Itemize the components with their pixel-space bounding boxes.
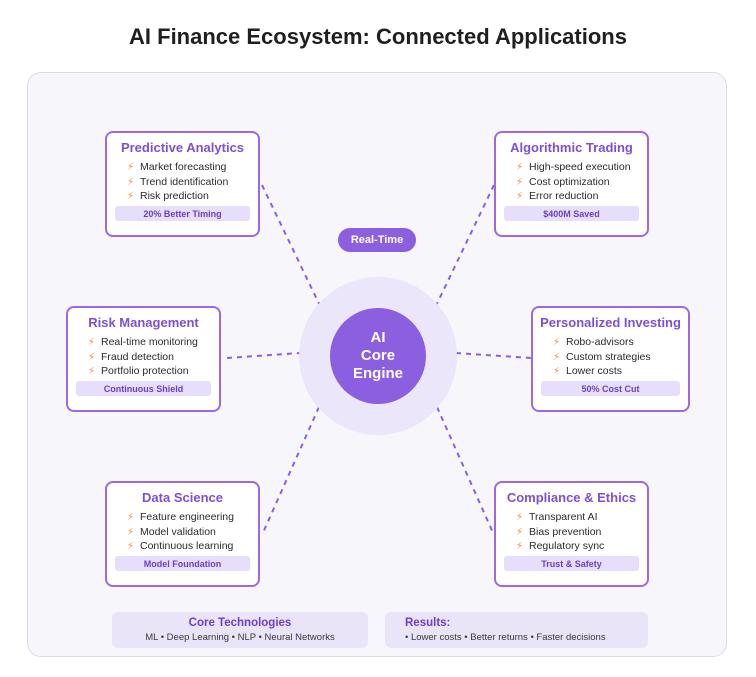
lightning-bolt-icon: ⚡	[553, 351, 561, 363]
list-item: ⚡Lower costs	[553, 364, 688, 379]
card-title: Compliance & Ethics	[506, 490, 637, 505]
lightning-bolt-icon: ⚡	[127, 512, 135, 523]
core-technologies-box: Core Technologies ML • Deep Learning • N…	[112, 612, 368, 648]
lightning-bolt-icon: ⚡	[127, 176, 135, 188]
lightning-bolt-icon: ⚡	[516, 191, 524, 202]
card-data-science: Data Science ⚡Feature engineering ⚡Model…	[105, 481, 260, 587]
card-title: Personalized Investing	[540, 315, 681, 330]
lightning-bolt-icon: ⚡	[553, 366, 561, 377]
lightning-bolt-icon: ⚡	[88, 337, 96, 348]
list-item: ⚡High-speed execution	[516, 160, 647, 175]
list-item: ⚡Risk prediction	[127, 189, 258, 204]
connector-predictive-analytics	[261, 184, 324, 313]
list-item: ⚡Real-time monitoring	[88, 335, 219, 350]
connector-algorithmic-trading	[432, 184, 495, 313]
metric-tag: Model Foundation	[115, 556, 250, 571]
core-engine-node: AI Core Engine	[330, 308, 426, 404]
connector-personalized-investing	[455, 352, 532, 359]
diagram-title: AI Finance Ecosystem: Connected Applicat…	[129, 24, 627, 49]
list-item: ⚡Transparent AI	[516, 510, 647, 525]
card-title: Data Science	[142, 490, 223, 505]
connector-compliance-ethics	[432, 397, 495, 536]
list-item: ⚡Regulatory sync	[516, 539, 647, 554]
list-item: ⚡Robo-advisors	[553, 335, 688, 350]
card-algorithmic-trading: Algorithmic Trading ⚡High-speed executio…	[494, 131, 649, 237]
lightning-bolt-icon: ⚡	[553, 337, 561, 348]
list-item: ⚡Continuous learning	[127, 539, 258, 554]
lightning-bolt-icon: ⚡	[516, 541, 524, 552]
card-title: Algorithmic Trading	[510, 140, 633, 155]
lightning-bolt-icon: ⚡	[516, 176, 524, 188]
real-time-badge: Real-Time	[338, 228, 416, 252]
list-item: ⚡Fraud detection	[88, 350, 219, 365]
lightning-bolt-icon: ⚡	[127, 191, 135, 202]
lightning-bolt-icon: ⚡	[127, 541, 135, 552]
results-title: Results:	[405, 617, 451, 629]
metric-tag: Trust & Safety	[504, 556, 639, 571]
lightning-bolt-icon: ⚡	[516, 526, 524, 538]
list-item: ⚡Cost optimization	[516, 175, 647, 190]
card-predictive-analytics: Predictive Analytics ⚡Market forecasting…	[105, 131, 260, 237]
connector-risk-management	[226, 352, 301, 359]
list-item: ⚡Model validation	[127, 525, 258, 540]
card-title: Risk Management	[88, 315, 199, 330]
results-text: • Lower costs • Better returns • Faster …	[405, 632, 606, 643]
lightning-bolt-icon: ⚡	[88, 351, 96, 363]
core-engine-label: AI Core Engine	[352, 329, 403, 382]
list-item: ⚡Market forecasting	[127, 160, 258, 175]
card-risk-management: Risk Management ⚡Real-time monitoring ⚡F…	[66, 306, 221, 412]
core-technologies-title: Core Technologies	[188, 617, 292, 629]
card-title: Predictive Analytics	[120, 140, 245, 155]
list-item: ⚡Portfolio protection	[88, 364, 219, 379]
lightning-bolt-icon: ⚡	[516, 162, 524, 173]
list-item: ⚡Custom strategies	[553, 350, 688, 365]
list-item: ⚡Feature engineering	[127, 510, 258, 525]
list-item: ⚡Bias prevention	[516, 525, 647, 540]
card-personalized-investing: Personalized Investing ⚡Robo-advisors ⚡C…	[531, 306, 690, 412]
card-compliance-ethics: Compliance & Ethics ⚡Transparent AI ⚡Bia…	[494, 481, 649, 587]
lightning-bolt-icon: ⚡	[88, 366, 96, 377]
lightning-bolt-icon: ⚡	[127, 526, 135, 538]
list-item: ⚡Error reduction	[516, 189, 647, 204]
connector-data-science	[261, 397, 324, 536]
metric-tag: 50% Cost Cut	[541, 381, 680, 396]
list-item: ⚡Trend identification	[127, 175, 258, 190]
results-box: Results: • Lower costs • Better returns …	[385, 612, 648, 648]
metric-tag: $400M Saved	[504, 206, 639, 221]
core-technologies-text: ML • Deep Learning • NLP • Neural Networ…	[145, 632, 335, 643]
lightning-bolt-icon: ⚡	[127, 162, 135, 173]
metric-tag: 20% Better Timing	[115, 206, 250, 221]
metric-tag: Continuous Shield	[76, 381, 211, 396]
lightning-bolt-icon: ⚡	[516, 512, 524, 523]
